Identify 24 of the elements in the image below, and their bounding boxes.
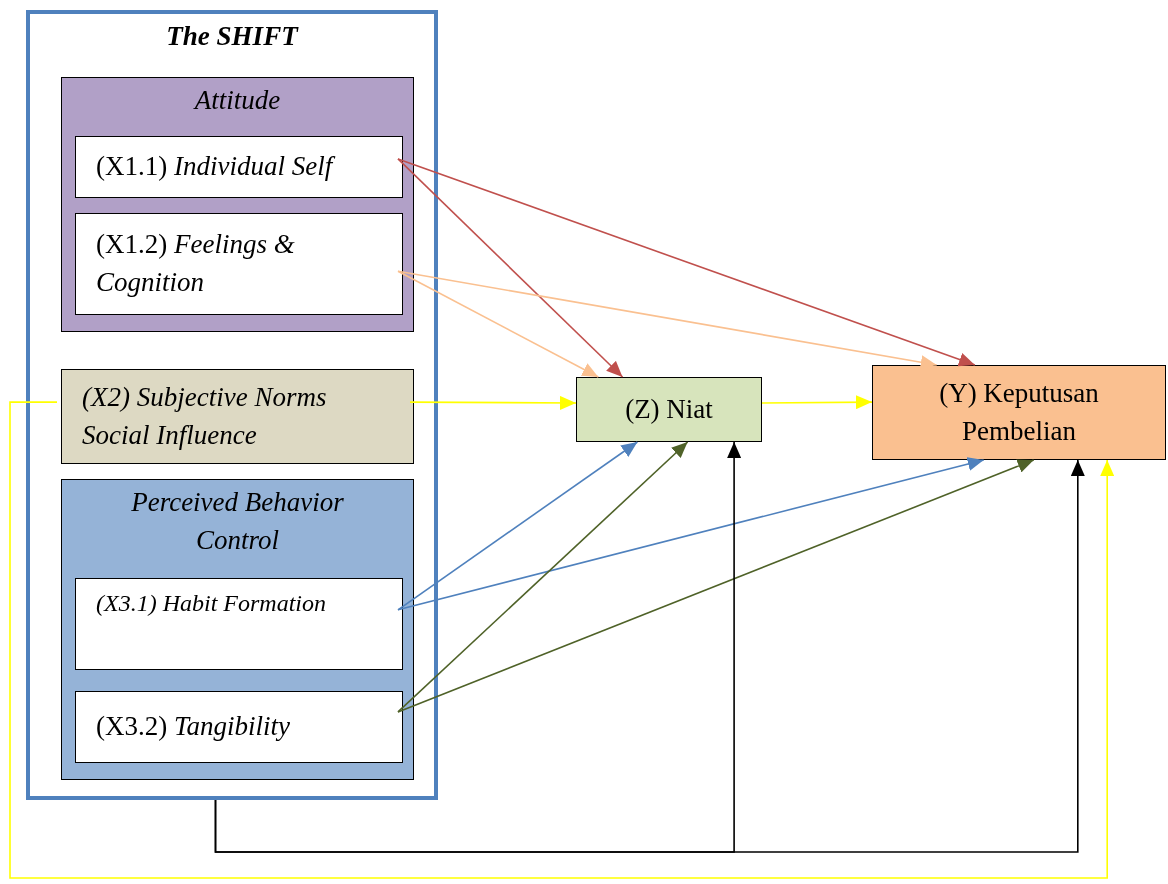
group-panel xyxy=(61,479,414,780)
arrow xyxy=(397,457,985,611)
variable-box: (X3.2) Tangibility xyxy=(75,691,403,763)
arrow xyxy=(397,270,600,378)
arrow xyxy=(397,441,639,611)
variable-box: (Z) Niat xyxy=(576,377,762,442)
variable-box: (X1.2) Feelings & Cognition xyxy=(75,213,403,315)
group-title: The SHIFT xyxy=(165,20,300,53)
arrow xyxy=(214,459,1085,853)
arrow xyxy=(409,395,577,410)
arrow xyxy=(397,158,976,367)
arrow xyxy=(397,441,689,713)
group-panel xyxy=(61,77,414,332)
variable-box: (X2) Subjective Norms Social Influence xyxy=(61,369,414,464)
arrow xyxy=(397,459,1035,713)
arrow xyxy=(397,158,624,378)
group-title: Attitude xyxy=(192,84,282,117)
variable-box: (Y) Keputusan Pembelian xyxy=(872,365,1166,460)
arrow xyxy=(761,395,873,410)
variable-box: (X1.1) Individual Self xyxy=(75,136,403,198)
arrow xyxy=(9,401,1115,879)
group-title: Perceived Behavior Control xyxy=(130,486,345,557)
variable-box: (X3.1) Habit Formation xyxy=(75,578,403,670)
group-panel xyxy=(26,10,438,800)
